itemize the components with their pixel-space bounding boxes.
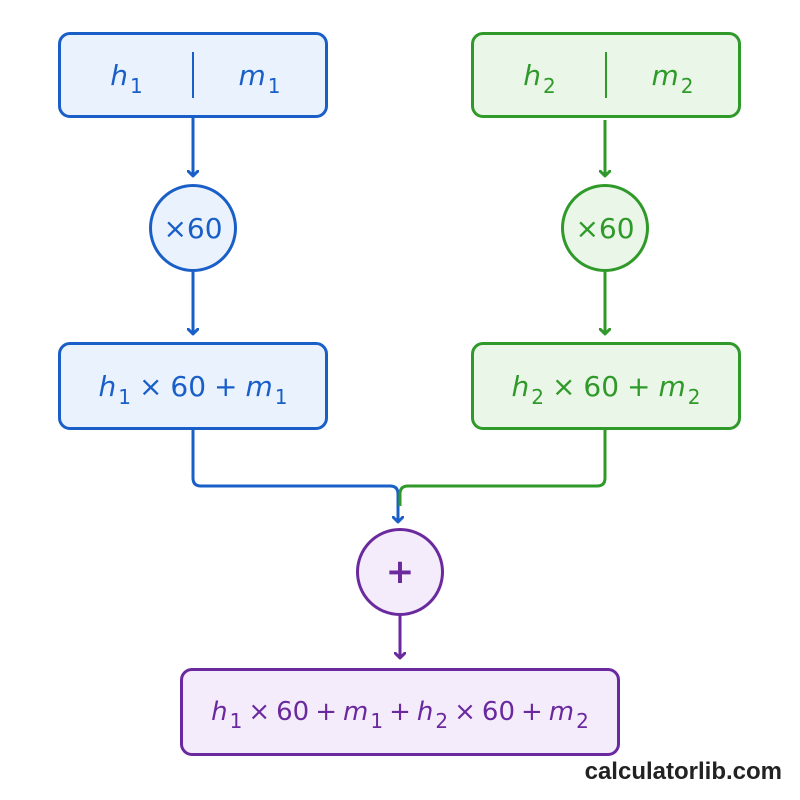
merge-line-left — [191, 430, 398, 522]
right-multiplier-circle: ×60 — [561, 184, 649, 272]
left-multiplier-circle: ×60 — [149, 184, 237, 272]
merge-line-right — [398, 430, 607, 506]
left-input-divider — [192, 52, 194, 98]
right-input-divider — [605, 52, 607, 98]
sum-operator-circle: + — [356, 528, 444, 616]
brand-watermark: calculatorlib.com — [584, 758, 782, 785]
